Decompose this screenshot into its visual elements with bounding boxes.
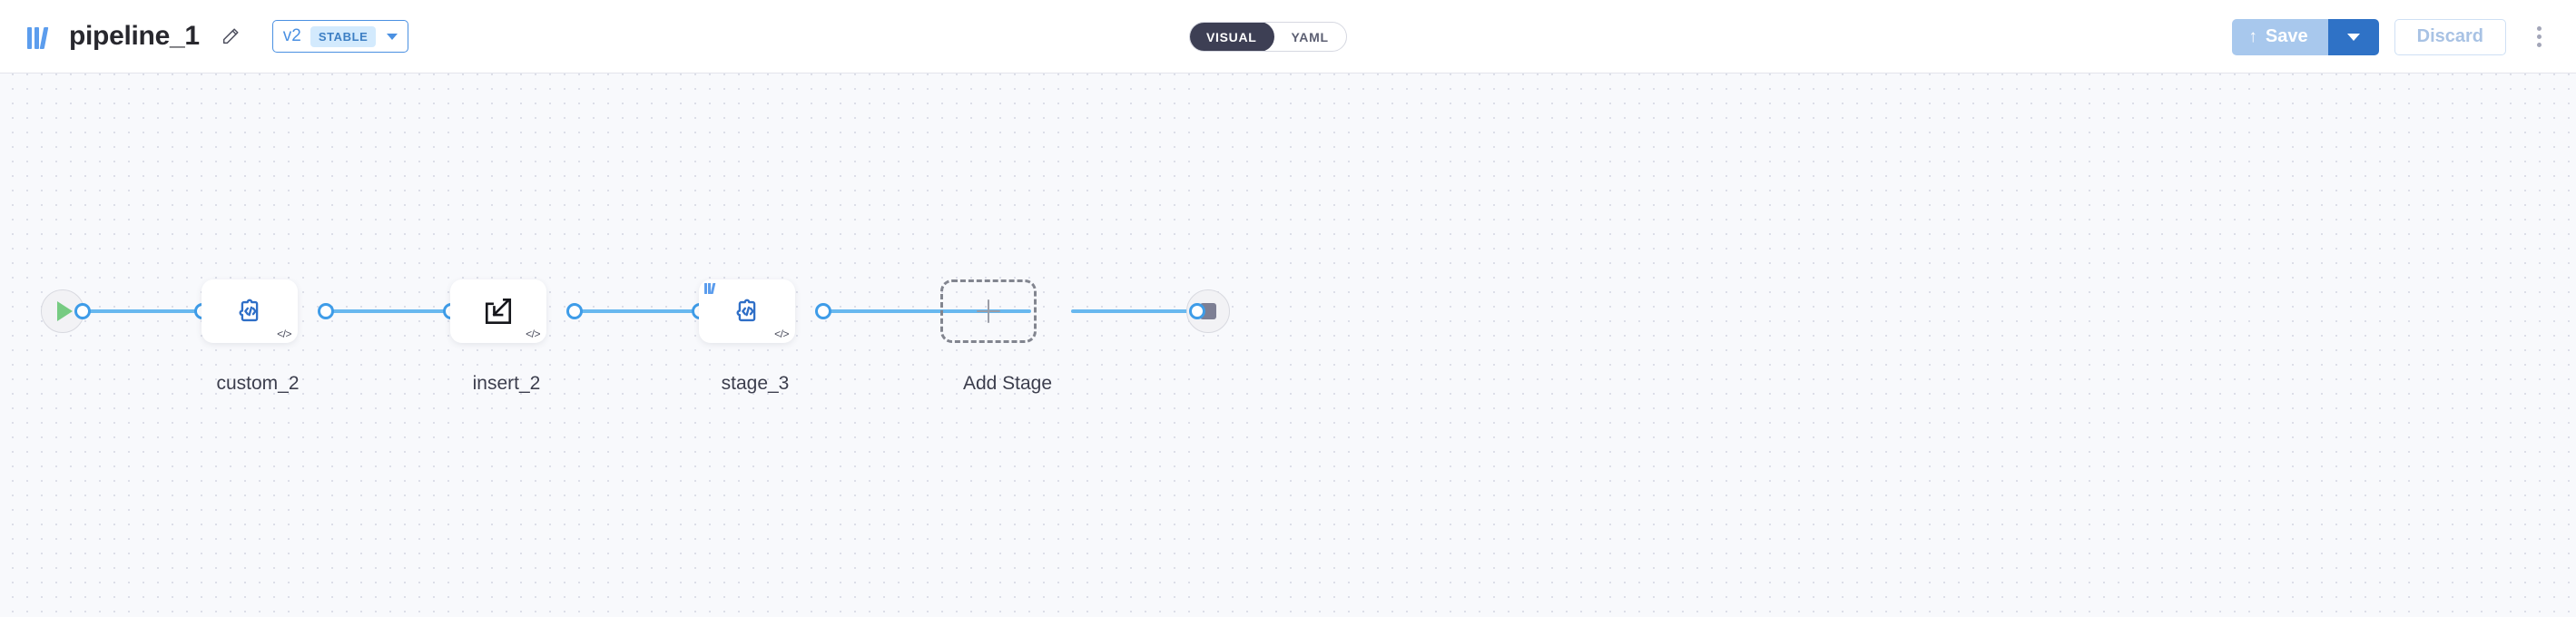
save-button[interactable]: ↑ Save <box>2232 18 2328 55</box>
version-status-badge: STABLE <box>310 25 377 47</box>
port-stage3-out[interactable] <box>815 303 831 319</box>
stage-label-custom_2: custom_2 <box>216 373 300 394</box>
insert-arrow-square-icon <box>450 279 546 343</box>
code-badge: </> <box>526 328 540 340</box>
plus-icon-vertical <box>987 299 990 323</box>
edge-addstage-to-end <box>1071 309 1207 313</box>
edge-start-to-custom2 <box>84 309 211 313</box>
header-actions: ↑ Save Discard <box>2232 0 2556 73</box>
edge-insert2-to-stage3 <box>574 309 708 313</box>
more-vertical-icon[interactable] <box>2522 17 2556 57</box>
port-custom2-out[interactable] <box>318 303 334 319</box>
header-left-group: pipeline_1 v2 STABLE <box>0 18 409 54</box>
port-start-out[interactable] <box>74 303 91 319</box>
pipeline-canvas[interactable]: </> custom_2 </> insert_2 <box>0 73 2576 617</box>
bookshelf-logo-icon <box>27 24 56 49</box>
port-end-in-overlay[interactable] <box>1189 303 1205 319</box>
custom-code-puzzle-icon <box>699 279 795 343</box>
save-button-label: Save <box>2265 26 2308 46</box>
version-label: v2 <box>282 26 301 45</box>
version-selector[interactable]: v2 STABLE <box>271 20 409 53</box>
discard-button[interactable]: Discard <box>2394 18 2506 55</box>
code-badge: </> <box>774 328 789 340</box>
play-icon <box>57 301 73 321</box>
edge-custom2-to-insert2 <box>325 309 459 313</box>
edge-stage3-to-addstage <box>822 309 1031 313</box>
save-dropdown-button[interactable] <box>2327 18 2379 55</box>
chevron-down-icon <box>2346 33 2360 41</box>
add-stage-button[interactable] <box>940 279 1037 343</box>
stage-label-insert_2: insert_2 <box>472 373 541 394</box>
tab-visual[interactable]: VISUAL <box>1189 23 1274 51</box>
upload-arrow-icon: ↑ <box>2248 27 2257 46</box>
save-split-button: ↑ Save <box>2232 18 2379 55</box>
tab-yaml[interactable]: YAML <box>1291 29 1329 44</box>
stage-node-custom_2[interactable]: </> <box>202 279 298 343</box>
app-header: pipeline_1 v2 STABLE VISUAL YAML ↑ Save <box>0 0 2576 73</box>
stage-node-insert_2[interactable]: </> <box>450 279 546 343</box>
bookshelf-logo-icon <box>704 283 715 294</box>
stage-node-stage_3[interactable]: </> <box>699 279 795 343</box>
page-title: pipeline_1 <box>69 21 200 51</box>
pencil-icon[interactable] <box>212 18 249 54</box>
code-badge: </> <box>277 328 291 340</box>
pipeline-graph: </> custom_2 </> insert_2 <box>0 73 2576 617</box>
stage-label-stage_3: stage_3 <box>721 373 790 394</box>
view-mode-toggle[interactable]: VISUAL YAML <box>1189 22 1347 52</box>
add-stage-label: Add Stage <box>962 373 1053 394</box>
port-insert2-out[interactable] <box>566 303 583 319</box>
custom-code-puzzle-icon <box>202 279 298 343</box>
chevron-down-icon <box>387 33 398 40</box>
